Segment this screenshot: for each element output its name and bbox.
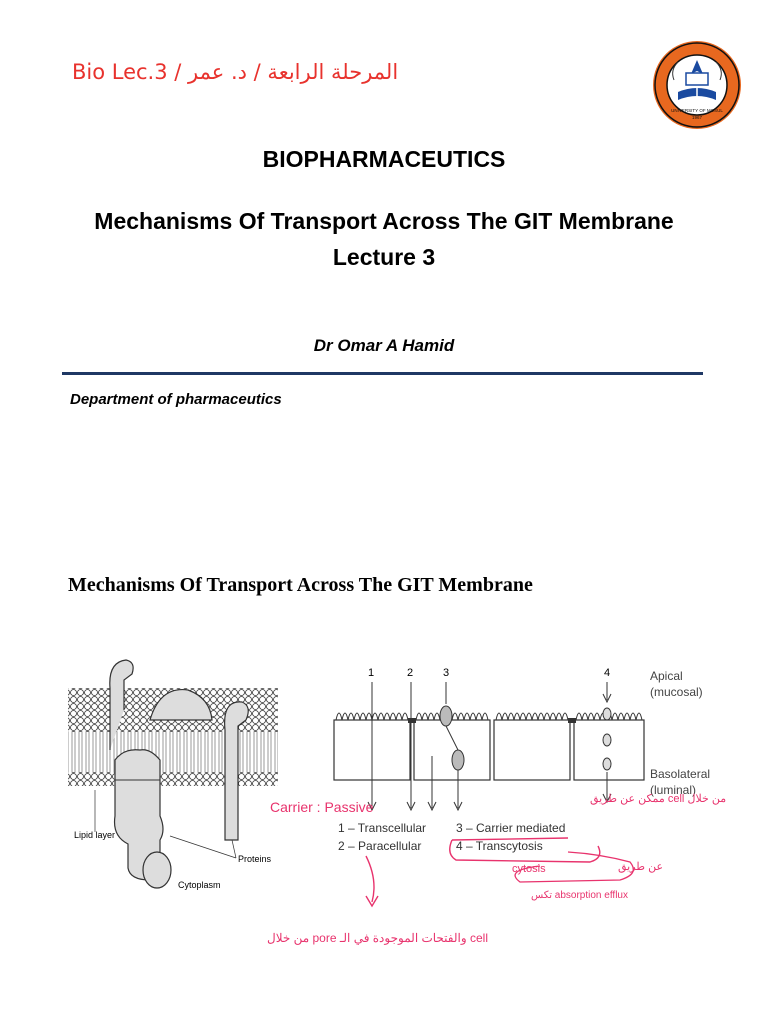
apical-label: Apical: [650, 669, 683, 683]
epithelium-diagram: 1 2 3 4 Apical (mucosal) Basolateral (lu…: [333, 667, 710, 853]
topic-title: Mechanisms Of Transport Across The GIT M…: [94, 208, 674, 234]
department-label: Department of pharmaceutics: [70, 391, 282, 408]
handwritten-carrier-passive: Carrier : Passive: [270, 799, 374, 815]
handwritten-arabic-bottom: من خلال pore والفتحات الموجودة في الـ ce…: [267, 931, 488, 945]
course-title: BIOPHARMACEUTICS: [262, 146, 506, 172]
lecture-header-tag: Bio Lec.3 / المرحلة الرابعة / د. عمر: [72, 60, 398, 84]
handwritten-arabic-top: من خلال cell ممكن عن طريق: [590, 793, 726, 805]
apical-sub-label: (mucosal): [650, 685, 703, 699]
basolateral-sub-label: (luminal): [650, 783, 696, 797]
arabic-stage-label: المرحلة الرابعة / د. عمر: [188, 60, 399, 84]
lipid-bilayer-diagram: Lipid layer Proteins Cytoplasm: [68, 659, 278, 890]
route-2-number: 2: [407, 667, 413, 679]
divider-rule: [62, 372, 703, 375]
legend-carrier-mediated: 3 – Carrier mediated: [456, 821, 565, 835]
transport-figure: Lipid layer Proteins Cytoplasm 1 2 3: [68, 659, 726, 945]
lecture-number: Lecture 3: [332, 244, 436, 270]
legend-paracellular: 2 – Paracellular: [338, 839, 421, 853]
legend-transcytosis: 4 – Transcytosis: [456, 839, 543, 853]
handwritten-arabic-right: عن طريق: [618, 861, 663, 873]
proteins-label: Proteins: [238, 854, 272, 864]
logo-ring-text: UNIVERSITY OF MOSUL: [671, 108, 723, 113]
header-separator: /: [167, 60, 189, 84]
author-name: Dr Omar A Hamid: [313, 336, 455, 355]
section-title: Mechanisms Of Transport Across The GIT M…: [68, 574, 533, 596]
route-1-number: 1: [368, 667, 374, 679]
basolateral-label: Basolateral: [650, 767, 710, 781]
route-4-number: 4: [604, 667, 610, 679]
university-logo: UNIVERSITY OF MOSUL 1967: [653, 41, 741, 129]
handwritten-annotations: Carrier : Passive من خلال cell ممكن عن ط…: [267, 793, 726, 945]
handwritten-efflux: تكس absorption efflux: [531, 890, 628, 901]
route-3-number: 3: [443, 667, 449, 679]
legend-transcellular: 1 – Transcellular: [338, 821, 426, 835]
lecture-tag: Bio Lec.3: [72, 60, 168, 84]
logo-year: 1967: [692, 115, 703, 120]
lipid-layer-label: Lipid layer: [74, 830, 115, 840]
handwritten-cytosis: cytosis: [512, 863, 546, 875]
cytoplasm-label: Cytoplasm: [178, 880, 221, 890]
